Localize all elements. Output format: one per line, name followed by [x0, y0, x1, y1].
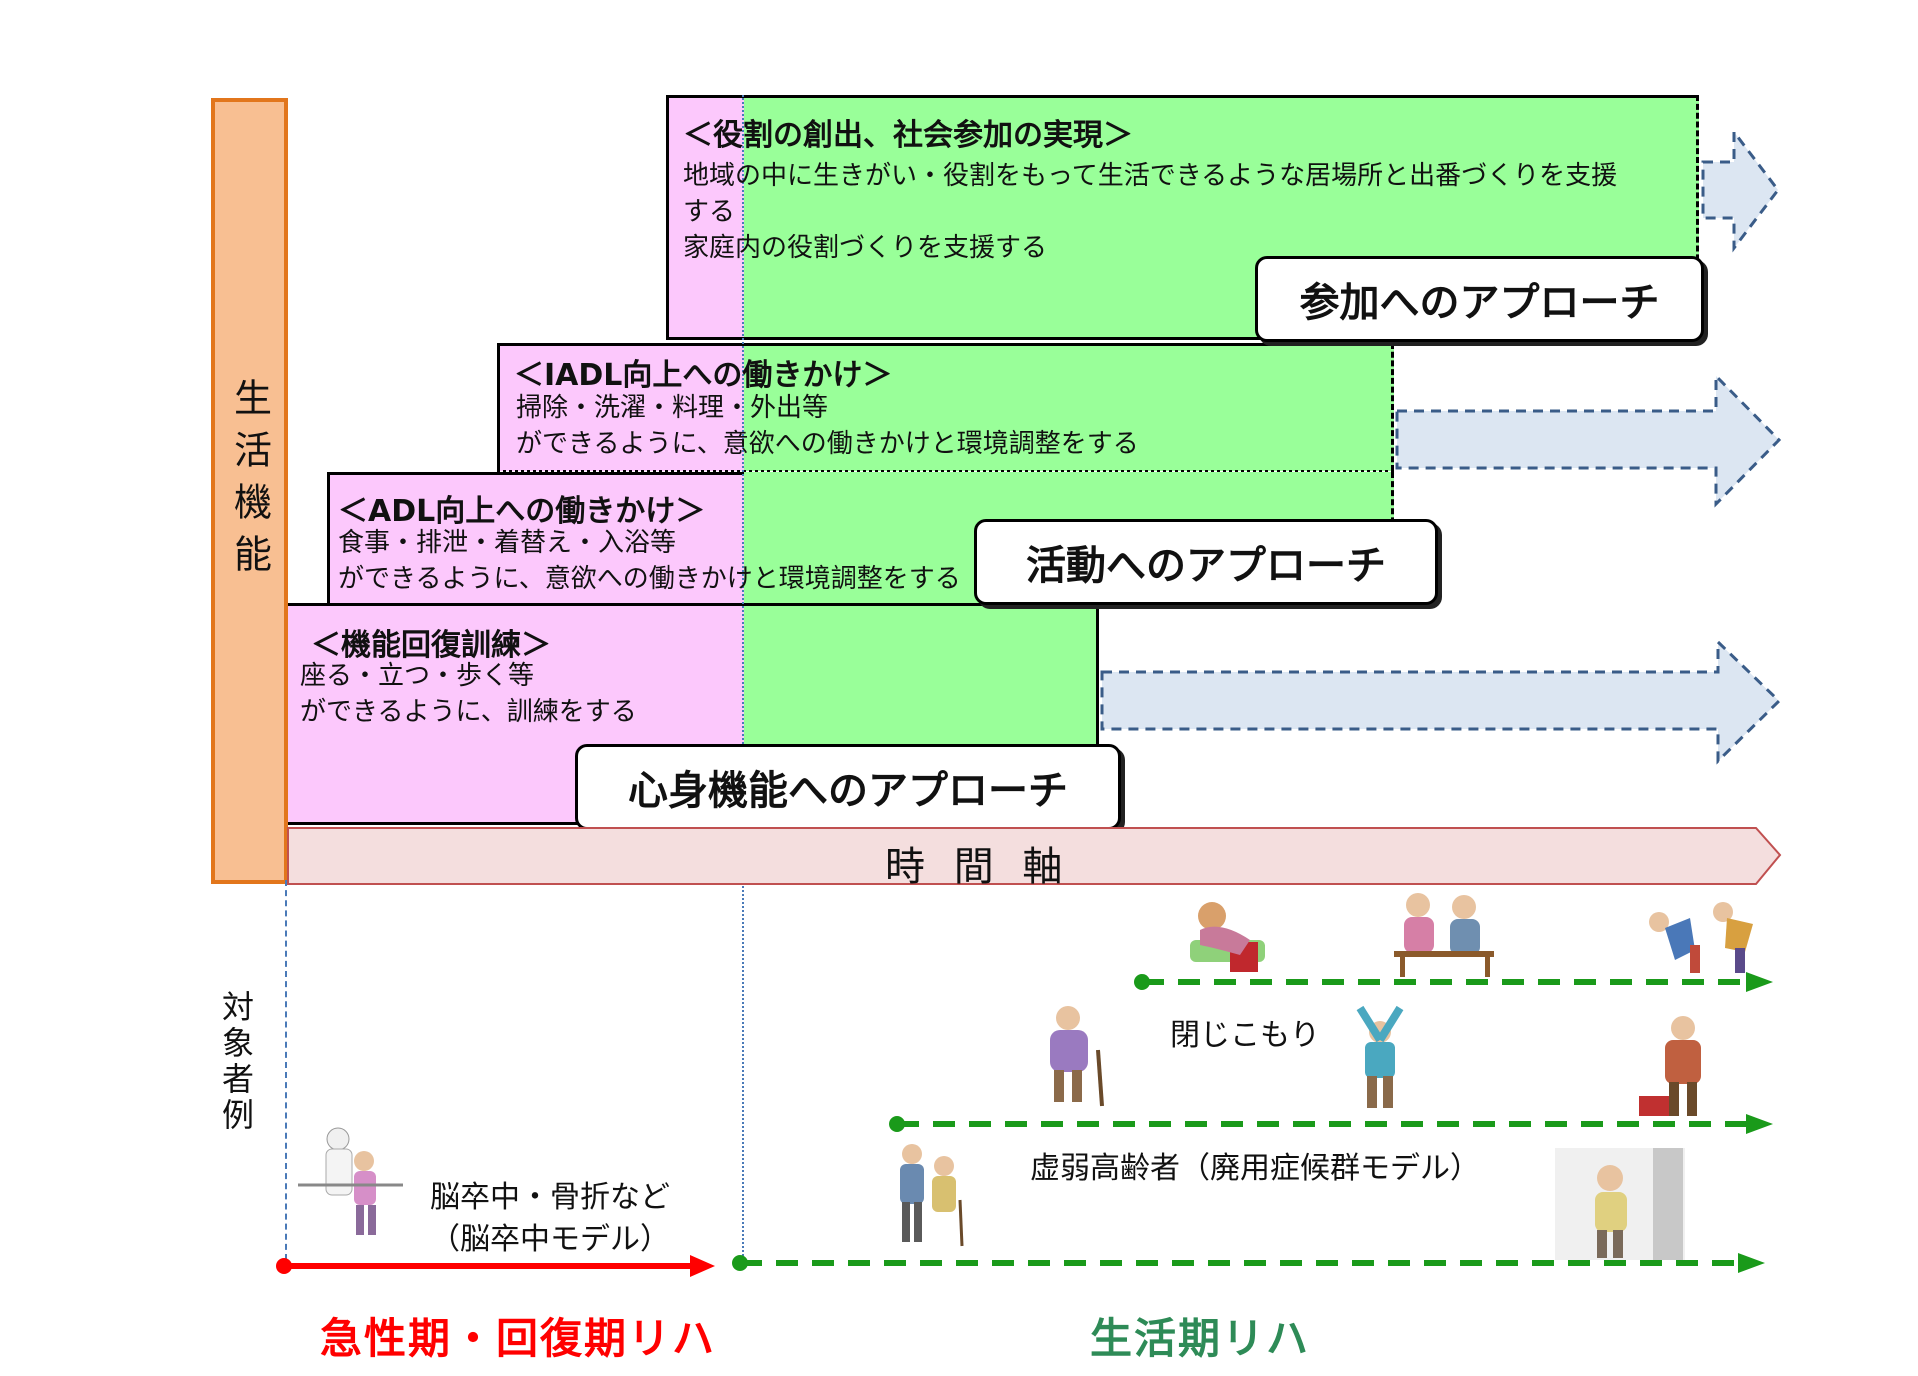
stage-iadl-dotted-divider: [497, 470, 1394, 473]
target-examples-text: 対象者例: [217, 990, 255, 1134]
stage-iadl-line2: ができるように、意欲への働きかけと環境調整をする: [516, 429, 1139, 459]
stage-function-line1: 座る・立つ・歩く等: [300, 661, 535, 691]
target-examples-label: 対象者例: [211, 990, 261, 1134]
elderly-shopping-icon: [1639, 1016, 1701, 1116]
stage-iadl-line1: 掃除・洗濯・料理・外出等: [516, 393, 829, 423]
stage-participation-line3: 家庭内の役割づくりを支援する: [683, 233, 1048, 263]
elderly-stretching-icon: [1356, 1005, 1404, 1108]
stage-function-green: [744, 603, 1099, 745]
activity-approach-label: 活動へのアプローチ: [974, 519, 1438, 605]
stage-function-line2: ができるように、訓練をする: [300, 697, 637, 727]
elderly-exercising-icon: [1649, 902, 1753, 973]
frail-elderly-case-label: 虚弱高齢者（廃用症候群モデル）: [1030, 1151, 1480, 1186]
acute-boundary-line: [285, 880, 287, 1260]
elderly-couple-sitting-icon: [1394, 893, 1494, 977]
stroke-case-label-line1: 脳卒中・骨折など: [430, 1180, 670, 1215]
stage-iadl-title: ＜IADL向上への働きかけ＞: [514, 358, 893, 393]
stroke-case-label-line2: （脳卒中モデル）: [430, 1222, 670, 1257]
elderly-with-cane-icon: [1050, 1006, 1104, 1107]
participation-approach-label: 参加へのアプローチ: [1255, 256, 1704, 342]
elderly-at-home-icon: [1555, 1148, 1685, 1260]
life-boundary-line: [742, 95, 744, 1260]
stage-participation-title: ＜役割の創出、社会参加の実現＞: [683, 118, 1133, 153]
withdrawal-case-label: 閉じこもり: [1170, 1018, 1320, 1053]
iadl-continuation-arrow: [1395, 372, 1782, 508]
stage-iadl-green: [744, 343, 1394, 471]
elderly-bowing-icon: [1190, 902, 1265, 972]
stroke-life-arrowhead: [1738, 1253, 1765, 1273]
stage-iadl-pink: [497, 343, 744, 471]
stage-adl-title: ＜ADL向上への働きかけ＞: [338, 494, 706, 529]
participation-continuation-arrow: [1701, 127, 1780, 253]
time-axis-arrow: [287, 827, 1782, 885]
function-continuation-arrow: [1100, 638, 1782, 765]
time-axis-label: 時 間 軸: [885, 844, 1071, 890]
life-function-label: 生活機能: [217, 378, 282, 586]
frail-arrowhead: [1746, 1114, 1773, 1134]
life-function-bar: [211, 98, 288, 884]
stage-participation-pink: [666, 95, 744, 340]
rehab-walking-assist-icon: [298, 1127, 403, 1235]
life-phase-label: 生活期リハ: [1090, 1314, 1311, 1363]
stage-adl-pink: [327, 472, 744, 605]
acute-phase-label: 急性期・回復期リハ: [320, 1314, 717, 1363]
life-function-text: 生活機能: [227, 378, 272, 586]
stage-adl-line2: ができるように、意欲への働きかけと環境調整をする: [338, 564, 961, 594]
stage-participation-line1: 地域の中に生きがい・役割をもって生活できるような居場所と出番づくりを支援: [683, 161, 1618, 191]
stage-adl-line1: 食事・排泄・着替え・入浴等: [338, 528, 677, 558]
withdrawal-arrowhead: [1746, 972, 1773, 992]
acute-arrowhead: [690, 1255, 715, 1277]
stage-function-title: ＜機能回復訓練＞: [311, 628, 551, 663]
stage-participation-line2: する: [683, 197, 736, 227]
body-function-approach-label: 心身機能へのアプローチ: [575, 744, 1121, 830]
elderly-walking-pair-icon: [900, 1144, 964, 1247]
